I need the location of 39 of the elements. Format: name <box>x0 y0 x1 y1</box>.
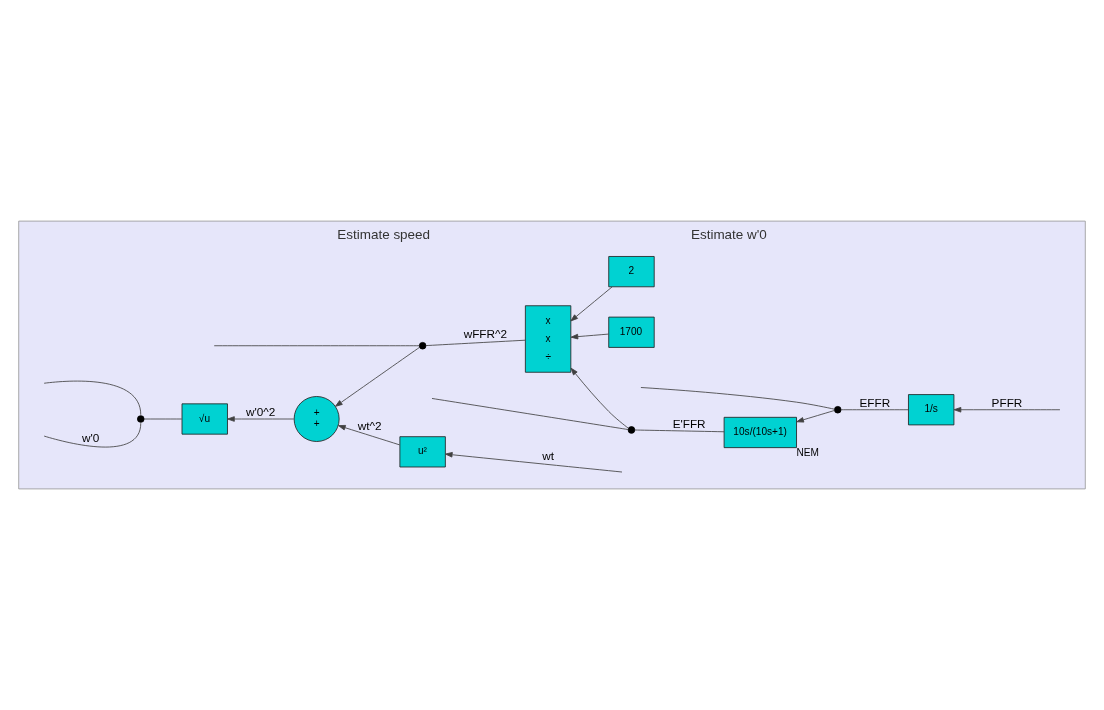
edge-label: EFFR <box>859 395 891 409</box>
arrow <box>953 406 1061 413</box>
arrow <box>570 367 629 429</box>
connector <box>43 422 142 448</box>
node-circle <box>137 415 145 423</box>
arrow <box>445 452 623 473</box>
connector <box>640 387 835 410</box>
node-box: 1/s <box>908 394 955 426</box>
edge-label: wt <box>542 448 554 462</box>
node-circle <box>627 426 636 434</box>
node-box: √u <box>181 403 228 435</box>
edge-label: w'0 <box>82 430 100 444</box>
arrow <box>570 286 613 322</box>
node-box: u² <box>399 436 446 468</box>
arrow <box>335 346 421 407</box>
node-box: x x ÷ <box>524 305 572 373</box>
edge-label: E'FFR <box>672 416 706 430</box>
node-box: 2 <box>608 256 655 288</box>
connector <box>431 398 629 430</box>
edge-label: wt^2 <box>357 419 382 433</box>
edge-label: PFFR <box>991 395 1023 409</box>
connector <box>43 380 142 416</box>
node-box: 10s/(10s+1) <box>723 416 797 449</box>
arrow <box>796 410 835 423</box>
node-box: 1700 <box>608 316 655 348</box>
connector <box>213 345 420 347</box>
node-label: NEM <box>796 446 819 458</box>
node-circle <box>418 341 427 350</box>
node-circle: + + <box>293 396 340 442</box>
edge-label: wFFR^2 <box>463 327 508 341</box>
arrow <box>570 333 609 340</box>
arrow <box>338 424 401 446</box>
node-circle <box>834 405 842 414</box>
arrow <box>227 416 295 422</box>
edge-label: w'0^2 <box>246 404 276 418</box>
connector <box>143 418 183 420</box>
connector <box>425 339 526 346</box>
connector <box>840 409 909 411</box>
connector <box>634 429 725 433</box>
